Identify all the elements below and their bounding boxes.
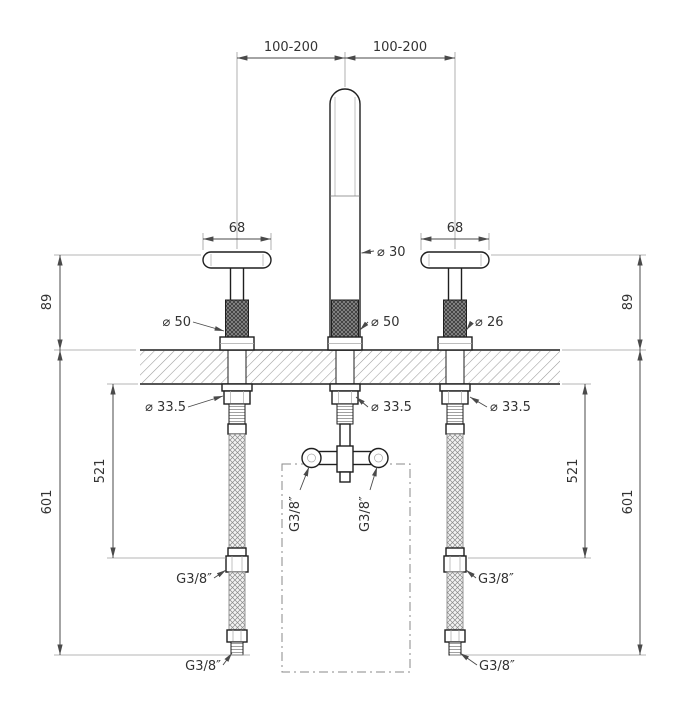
tee-port-right [368, 447, 389, 469]
hose-right [443, 423, 467, 656]
label-dia-shank-center: ⌀ 33.5 [371, 400, 412, 415]
leader-thread-end-right [459, 652, 478, 666]
extension-lines [54, 52, 646, 656]
label-dia-shank-left: ⌀ 33.5 [145, 400, 186, 415]
leader-thread-end-left [222, 652, 233, 666]
leader-thread-tee-right [369, 466, 378, 491]
hose-right-braid-upper [446, 433, 464, 549]
label-dia-shank-right: ⌀ 33.5 [490, 400, 531, 415]
tee-connector [301, 423, 389, 483]
label-thread-tee-left: G3/8″ [288, 496, 303, 532]
leader-dia-center-base [359, 321, 369, 331]
countertop [140, 349, 560, 385]
leader-shank-center [355, 396, 369, 408]
installation-boundary [281, 463, 411, 673]
handle-right-knurl [443, 299, 467, 338]
label-521-right: 521 [566, 459, 581, 484]
handle-left-knurl [225, 299, 249, 338]
label-thread-tee-right: G3/8″ [358, 496, 373, 532]
spout-knurl [331, 299, 359, 338]
label-dia-center-base: ⌀ 50 [371, 315, 400, 330]
hose-left-braid-upper [228, 433, 246, 549]
hose-left-braid-lower [228, 571, 246, 631]
leader-dia-spout [361, 249, 375, 254]
shank-center [329, 383, 361, 425]
label-dia-spout: ⌀ 30 [377, 245, 406, 260]
leader-lines [187, 249, 488, 666]
label-dia-left-base: ⌀ 50 [162, 315, 191, 330]
label-handle-width-left: 68 [229, 221, 246, 236]
tee-port-left [301, 447, 322, 469]
handle-left [202, 251, 272, 351]
shank-left [221, 383, 253, 425]
label-dia-right-base: ⌀ 26 [475, 315, 504, 330]
label-thread-hose-left: G3/8″ [176, 572, 212, 587]
label-601-left: 601 [40, 490, 55, 515]
leader-thread-hose-left [213, 569, 227, 579]
label-span-top-right: 100-200 [373, 40, 427, 55]
label-89-right: 89 [621, 294, 636, 311]
hose-left [225, 423, 249, 656]
label-601-right: 601 [621, 490, 636, 515]
leader-dia-right-base [466, 320, 474, 331]
leader-thread-tee-left [299, 466, 310, 491]
leader-shank-left [187, 395, 224, 408]
label-521-left: 521 [93, 459, 108, 484]
leader-shank-right [469, 396, 488, 408]
label-thread-end-right: G3/8″ [479, 659, 515, 674]
leader-dia-left-base [192, 321, 225, 332]
handle-right [420, 251, 490, 351]
leader-thread-hose-right [465, 569, 477, 579]
dimension-labels: 100-200 100-200 68 68 ⌀ 30 ⌀ 50 ⌀ 50 ⌀ 2… [40, 40, 636, 674]
label-89-left: 89 [40, 294, 55, 311]
spout [327, 88, 363, 351]
label-span-top-left: 100-200 [264, 40, 318, 55]
label-thread-end-left: G3/8″ [185, 659, 221, 674]
label-handle-width-right: 68 [447, 221, 464, 236]
label-thread-hose-right: G3/8″ [478, 572, 514, 587]
hose-right-braid-lower [446, 571, 464, 631]
shank-right [439, 383, 471, 425]
dimension-lines [57, 55, 643, 655]
